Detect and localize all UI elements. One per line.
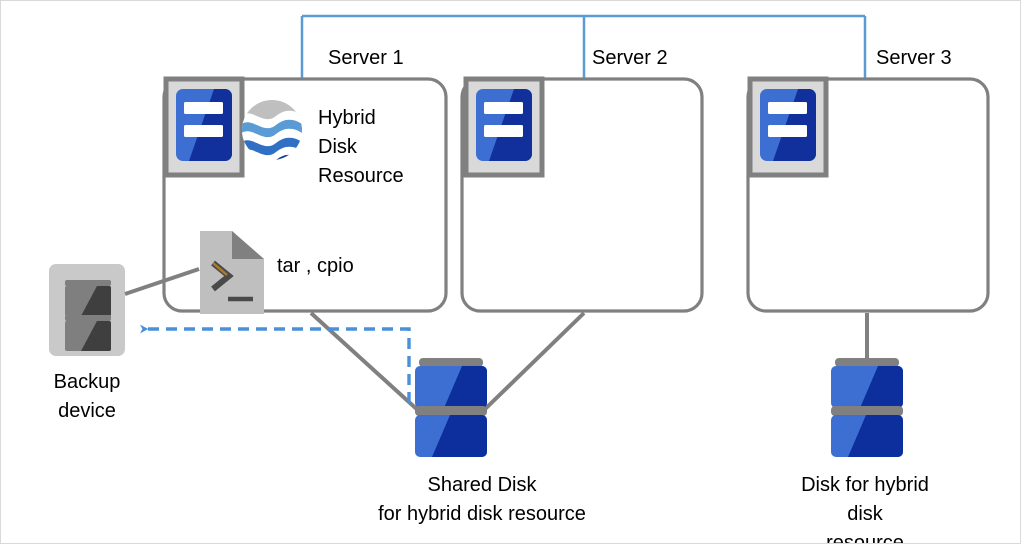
- backup-device-icon: [49, 264, 125, 356]
- server2-label: Server 2: [592, 47, 668, 69]
- hybrid-disk-resource-label: Hybrid Disk Resource: [318, 107, 404, 187]
- hybrid-disk-label: Disk for hybrid disk resource: [801, 474, 929, 544]
- shared-disk-icon: [415, 358, 487, 457]
- network-interconnect-line: [300, 14, 867, 79]
- backup-commands-label: tar , cpio: [277, 255, 354, 277]
- server-icon-3: [747, 76, 829, 178]
- server1-label: Server 1: [328, 47, 404, 69]
- link-server1-backup: [124, 267, 200, 296]
- backup-device-label: Backup device: [53, 371, 121, 422]
- shared-disk-label: Shared Disk for hybrid disk resource: [378, 474, 586, 525]
- hybrid-disk-icon: [831, 358, 903, 457]
- server3-label: Server 3: [876, 47, 952, 69]
- backup-flow-arrow: [140, 324, 411, 403]
- link-server2-shareddisk: [479, 311, 586, 415]
- server-icon-1: [163, 76, 245, 178]
- script-file-icon: [200, 231, 264, 314]
- server-icon-2: [463, 76, 545, 178]
